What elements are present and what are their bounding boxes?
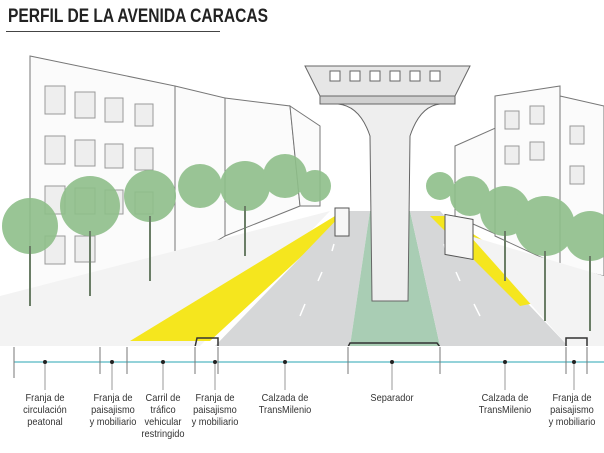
label-calzada-transmilenio-left: Calzada de TransMilenio: [258, 392, 312, 416]
street-profile-line: [194, 337, 588, 346]
transmilenio-buses: [334, 207, 474, 260]
label-separador: Separador: [370, 392, 414, 404]
label-calzada-transmilenio-right: Calzada de TransMilenio: [478, 392, 532, 416]
bike-lane-left: [130, 216, 345, 341]
street-illustration: [0, 55, 604, 346]
label-franja-paisajismo-right: Franja de paisajismo y mobiliario: [548, 392, 596, 428]
lane-markings: [299, 243, 481, 317]
page-title: PERFIL DE LA AVENIDA CARACAS: [8, 6, 268, 27]
label-franja-paisajismo-left: Franja de paisajismo y mobiliario: [89, 392, 137, 428]
trees: [2, 154, 604, 261]
label-franja-paisajismo-center: Franja de paisajismo y mobiliario: [191, 392, 239, 428]
label-carril-trafico-restringido: Carril de tráfico vehicular restringido: [141, 392, 185, 440]
segment-boundaries: [13, 347, 588, 378]
transmilenio-road-left: [215, 211, 370, 346]
title-underline: [6, 31, 220, 32]
label-franja-circulacion-peatonal: Franja de circulación peatonal: [23, 392, 67, 428]
label-dots: [43, 360, 576, 364]
sidewalk-left: [0, 211, 330, 346]
sidewalk-right: [470, 236, 604, 346]
label-leaders: [44, 362, 575, 390]
tree-trunks: [29, 206, 591, 331]
elevated-metro-structure: [304, 65, 471, 302]
